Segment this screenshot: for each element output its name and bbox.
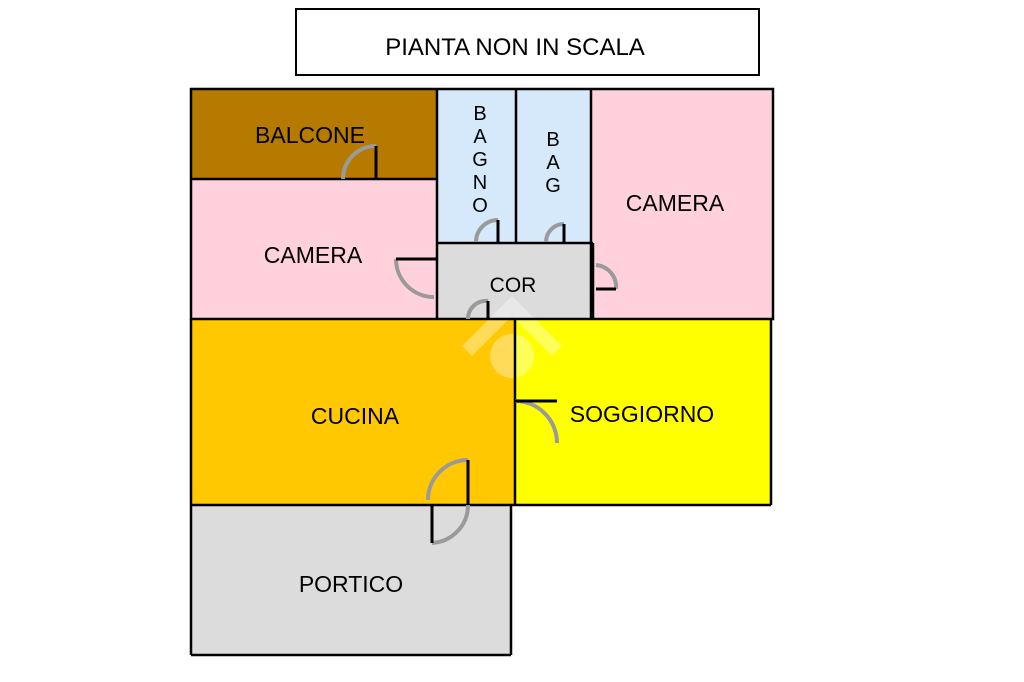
title-box: PIANTA NON IN SCALA xyxy=(295,8,760,76)
title-frame xyxy=(295,8,760,76)
label-bagno: B A G N O xyxy=(472,103,488,217)
room-cucina xyxy=(191,319,515,505)
room-bag xyxy=(516,89,591,243)
label-bagno-letter: A xyxy=(473,126,487,148)
label-soggiorno: SOGGIORNO xyxy=(570,401,714,427)
label-bagno-letter: N xyxy=(473,172,487,194)
room-soggiorno xyxy=(515,319,771,505)
room-bagno xyxy=(437,89,516,243)
label-cor: COR xyxy=(490,274,537,297)
label-camera-left: CAMERA xyxy=(264,242,363,268)
label-bag-letter: A xyxy=(546,152,560,174)
label-bagno-letter: O xyxy=(472,195,488,217)
label-bag-letter: B xyxy=(546,129,559,151)
room-cor xyxy=(437,243,593,319)
room-balcone xyxy=(191,89,437,179)
plan-title: PIANTA NON IN SCALA xyxy=(385,34,645,61)
house-logo-icon xyxy=(462,296,562,378)
room-camera-right xyxy=(591,89,773,319)
door-leaves xyxy=(374,146,616,543)
label-balcone: BALCONE xyxy=(255,122,365,148)
label-bag-letter: G xyxy=(545,175,561,197)
label-portico: PORTICO xyxy=(299,571,403,597)
room-camera-left xyxy=(191,179,437,319)
label-bagno-letter: B xyxy=(473,103,486,125)
walls xyxy=(189,87,775,657)
label-cucina: CUCINA xyxy=(311,403,400,429)
label-bag: B A G xyxy=(545,129,561,197)
label-camera-right: CAMERA xyxy=(626,190,725,216)
label-bagno-letter: G xyxy=(472,149,488,171)
